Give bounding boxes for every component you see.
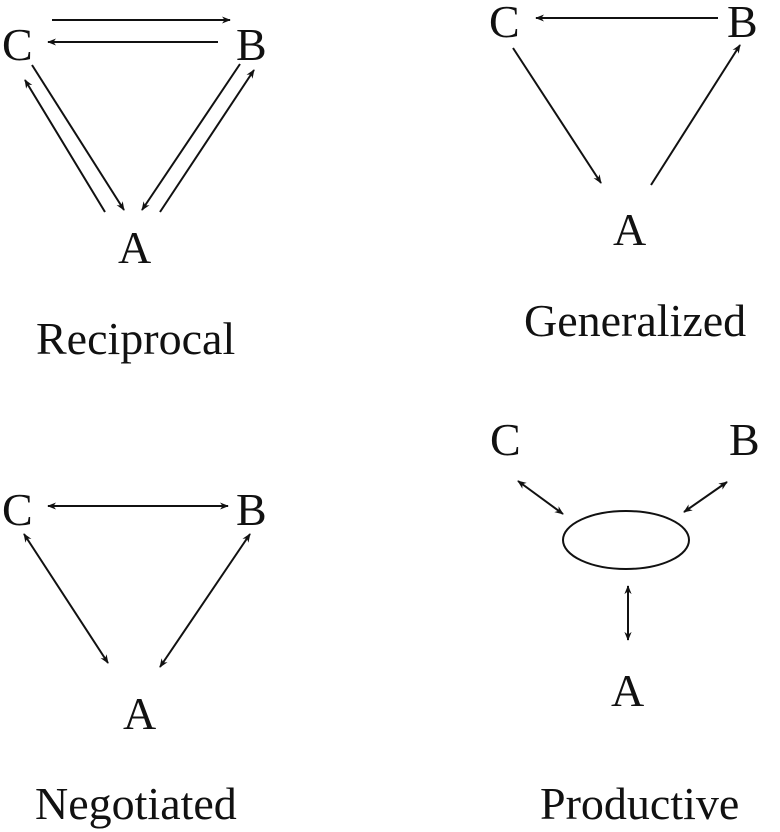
negotiated-node-a: A — [123, 688, 156, 739]
reciprocal-arrow-c-to-a — [31, 64, 125, 211]
productive-node-a: A — [611, 665, 644, 716]
reciprocal-arrow-b-to-a — [141, 63, 241, 211]
generalized-node-a: A — [613, 204, 646, 255]
negotiated-caption: Negotiated — [35, 778, 237, 829]
productive-arrow-b-ellipse — [683, 481, 728, 513]
productive-arrow-c-ellipse — [517, 480, 564, 515]
generalized-caption: Generalized — [524, 295, 746, 346]
productive-caption: Productive — [540, 778, 739, 829]
productive-node-b: B — [729, 414, 760, 465]
productive-panel: C B A Productive — [490, 414, 760, 829]
reciprocal-node-c: C — [2, 19, 33, 70]
generalized-panel: C B A Generalized — [489, 0, 758, 346]
negotiated-panel: C B A Negotiated — [2, 484, 267, 829]
generalized-arrow-c-to-a — [512, 47, 602, 184]
reciprocal-arrow-a-to-c — [24, 79, 106, 213]
negotiated-arrow-c-a — [23, 533, 109, 664]
productive-node-c: C — [490, 414, 521, 465]
reciprocal-panel: C B A Reciprocal — [2, 16, 267, 364]
reciprocal-arrow-a-to-b — [159, 69, 255, 213]
negotiated-arrow-b-a — [159, 533, 251, 668]
reciprocal-node-b: B — [236, 19, 267, 70]
negotiated-node-c: C — [2, 484, 33, 535]
reciprocal-node-a: A — [118, 222, 151, 273]
productive-collective-ellipse — [562, 510, 690, 570]
negotiated-node-b: B — [236, 484, 267, 535]
reciprocal-caption: Reciprocal — [36, 313, 235, 364]
generalized-node-b: B — [727, 0, 758, 47]
generalized-arrow-a-to-b — [650, 44, 741, 186]
generalized-node-c: C — [489, 0, 520, 47]
